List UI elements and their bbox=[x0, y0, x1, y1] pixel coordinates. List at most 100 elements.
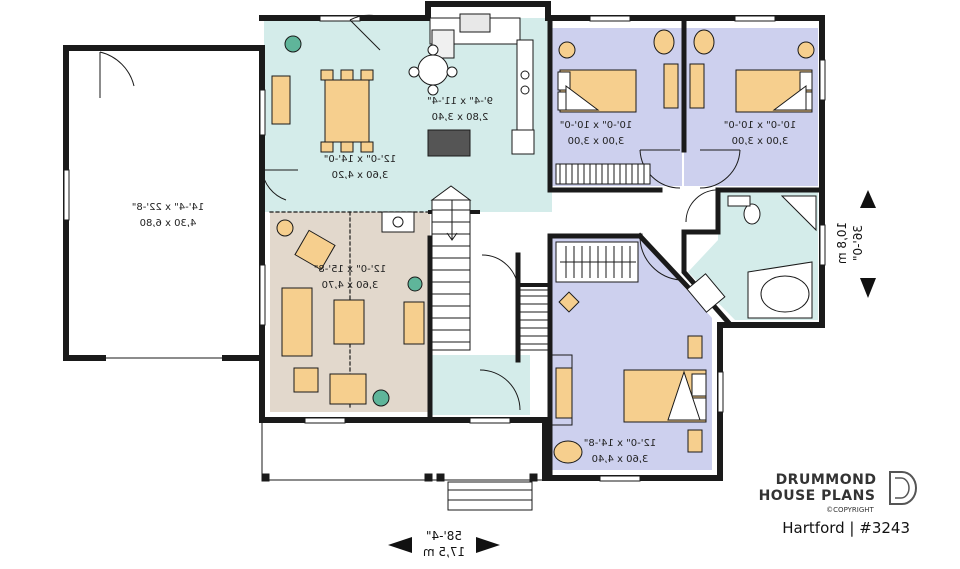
tub-basin-icon bbox=[760, 275, 810, 313]
stair-treads bbox=[432, 209, 470, 343]
door-closet bbox=[481, 254, 519, 291]
chair-icon bbox=[340, 141, 354, 153]
front-porch bbox=[261, 420, 545, 511]
chair-icon bbox=[446, 66, 458, 78]
master-dim-line1: 12'-0" x 14'-8" bbox=[584, 438, 656, 449]
bedroom-furniture bbox=[553, 29, 815, 464]
vanity-icon bbox=[686, 273, 726, 313]
dining-table-icon bbox=[324, 79, 370, 143]
brand-logo: DRUMMOND HOUSE PLANS ©COPYRIGHT Hartford… bbox=[759, 471, 917, 537]
coffee-table-icon bbox=[333, 299, 365, 345]
garage-dim-line1: 14'-4" x 22'-8" bbox=[132, 202, 204, 213]
plan-caption: Hartford | #3243 bbox=[782, 519, 910, 537]
pillow-icon bbox=[691, 373, 707, 397]
stove-burner-icon bbox=[520, 70, 530, 80]
porch-steps bbox=[447, 481, 533, 511]
nightstand-icon bbox=[797, 41, 815, 59]
stove-pipe-icon bbox=[392, 216, 404, 228]
chair-icon bbox=[653, 29, 675, 55]
armchair-icon bbox=[329, 373, 367, 405]
door-garage-house bbox=[261, 169, 298, 201]
kitchen-cabinet-icon bbox=[511, 129, 535, 155]
linen-icon bbox=[727, 195, 751, 207]
side-table-icon bbox=[276, 219, 294, 237]
kitchen-counter-right bbox=[516, 39, 534, 141]
windows bbox=[63, 15, 826, 482]
nightstand-icon bbox=[687, 335, 703, 359]
buffet-icon bbox=[271, 75, 291, 125]
dining-dim-line1: 12'-0" x 14'-0" bbox=[324, 154, 396, 165]
bed-sheet-fold-icon bbox=[565, 85, 600, 111]
plant-icon bbox=[407, 276, 423, 292]
arrow-down-icon bbox=[860, 278, 876, 298]
dresser-icon bbox=[555, 367, 573, 419]
bed-sheet-fold-icon bbox=[772, 85, 807, 111]
stair-hall-floor bbox=[430, 355, 530, 415]
window bbox=[259, 264, 266, 326]
door-bathroom bbox=[685, 189, 721, 223]
garage-walls bbox=[63, 45, 265, 423]
stair-arrow bbox=[446, 200, 458, 241]
dresser-icon bbox=[663, 63, 679, 109]
overall-depth: 36'-0" 10,8 m bbox=[835, 190, 876, 298]
overall-width-m: 17,5 m bbox=[423, 545, 465, 559]
overall-depth-ft: 36'-0" bbox=[851, 225, 865, 261]
overall-width: 58'-4" 17,5 m bbox=[388, 529, 500, 559]
stair-turn bbox=[430, 185, 472, 201]
door-bedroom-b bbox=[699, 149, 741, 189]
kitchen-dim-line2: 2,80 x 3,40 bbox=[432, 112, 489, 123]
door-front bbox=[479, 369, 521, 411]
door-garage-side bbox=[99, 51, 135, 98]
window bbox=[599, 475, 641, 482]
closet-hatch bbox=[520, 295, 548, 345]
living-dim-line1: 12'-0" x 15'-8" bbox=[314, 264, 386, 275]
porch-outline bbox=[261, 420, 545, 481]
end-table-icon bbox=[293, 367, 319, 393]
stair-body bbox=[431, 199, 471, 351]
closet-hatch bbox=[560, 246, 636, 278]
staircase bbox=[430, 185, 472, 351]
chair-icon bbox=[693, 29, 715, 55]
chair-icon bbox=[427, 44, 439, 56]
garage-dim-line2: 4,30 x 6,80 bbox=[140, 218, 197, 229]
dresser-icon bbox=[689, 63, 705, 109]
nightstand-icon bbox=[687, 429, 703, 453]
arrow-right-icon bbox=[476, 537, 500, 553]
closet-lamp-icon bbox=[558, 291, 580, 313]
brand-line1: DRUMMOND bbox=[776, 472, 877, 488]
tv-console-icon bbox=[403, 301, 425, 345]
chair-icon bbox=[553, 440, 583, 464]
porch-post bbox=[261, 473, 270, 482]
window bbox=[717, 371, 724, 413]
plant-icon bbox=[284, 35, 302, 53]
door-kitchen-side bbox=[349, 14, 389, 51]
window bbox=[304, 417, 346, 424]
porch-step-lines bbox=[448, 489, 532, 501]
living-dim-line2: 3,60 x 4,70 bbox=[322, 280, 379, 291]
closet-bedroom-a bbox=[555, 163, 651, 185]
window bbox=[469, 417, 511, 424]
window bbox=[319, 15, 361, 22]
nightstand-icon bbox=[558, 41, 576, 59]
window bbox=[819, 224, 826, 266]
brand-line2: HOUSE PLANS bbox=[759, 488, 876, 504]
chair-icon bbox=[340, 69, 354, 81]
sink-icon bbox=[459, 13, 491, 33]
bedroom-a-dim-line1: 10'-0" x 10'-0" bbox=[560, 120, 632, 131]
closet-hatch bbox=[559, 164, 645, 184]
bedroom-a-dim-line2: 3,00 x 3,00 bbox=[568, 136, 625, 147]
brand-copyright: ©COPYRIGHT bbox=[826, 506, 874, 514]
chair-icon bbox=[320, 69, 334, 81]
dining-dim-line2: 3,60 x 4,20 bbox=[332, 170, 389, 181]
kitchen-dining-floor bbox=[264, 18, 552, 212]
house-outer-wall bbox=[259, 1, 825, 481]
room-dimensions: 14'-4" x 22'-8" 4,30 x 6,80 12'-0" x 14'… bbox=[132, 96, 796, 465]
plant-icon bbox=[372, 389, 390, 407]
bedroom-b-dim-line2: 3,00 x 3,00 bbox=[732, 136, 789, 147]
armchair-icon bbox=[294, 229, 336, 271]
arrow-up-icon bbox=[860, 190, 876, 208]
door-master bbox=[639, 237, 681, 281]
overall-width-ft: 58'-4" bbox=[426, 529, 462, 543]
chair-icon bbox=[320, 141, 334, 153]
